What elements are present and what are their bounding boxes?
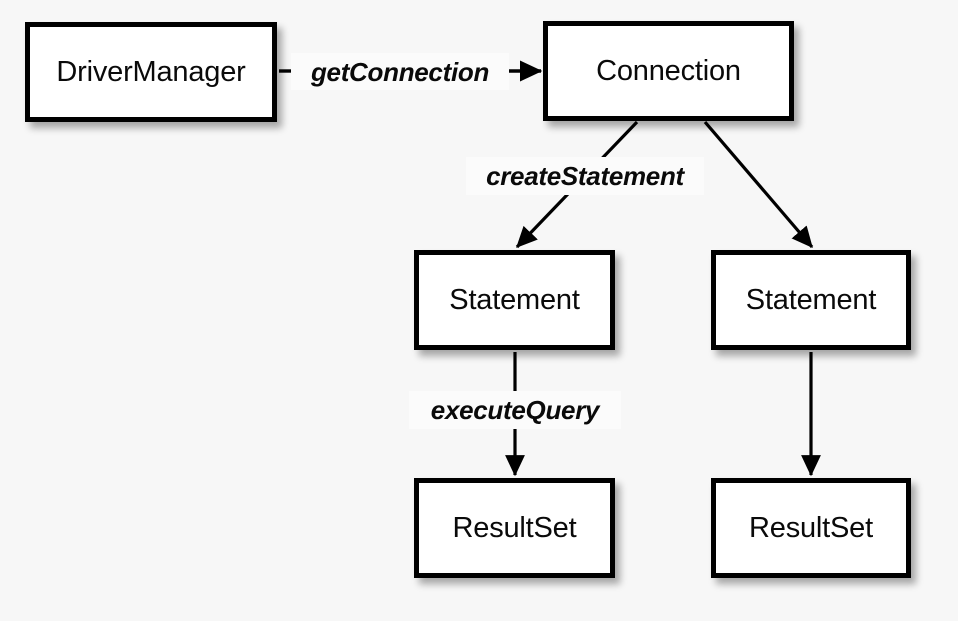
edge-label-createstatement-text: createStatement bbox=[486, 161, 684, 191]
edge-connection-to-statement-right bbox=[703, 120, 814, 249]
node-connection-label: Connection bbox=[596, 54, 741, 87]
node-resultset-right-label: ResultSet bbox=[749, 511, 873, 544]
edge-label-executequery-text: executeQuery bbox=[430, 395, 600, 425]
node-resultset-right[interactable]: ResultSet bbox=[711, 478, 911, 578]
node-statement-left-label: Statement bbox=[449, 283, 580, 316]
node-statement-left[interactable]: Statement bbox=[414, 250, 615, 350]
edge-label-getconnection-text: getConnection bbox=[310, 56, 490, 87]
edge-label-executequery: executeQuery bbox=[409, 391, 621, 429]
node-statement-right[interactable]: Statement bbox=[711, 250, 911, 350]
node-resultset-left[interactable]: ResultSet bbox=[414, 478, 615, 578]
node-drivermanager[interactable]: DriverManager bbox=[25, 22, 277, 122]
node-drivermanager-label: DriverManager bbox=[56, 55, 246, 88]
node-statement-right-label: Statement bbox=[745, 283, 877, 316]
node-connection[interactable]: Connection bbox=[543, 21, 794, 121]
edge-label-createstatement: createStatement bbox=[466, 157, 704, 195]
edge-label-getconnection: getConnection bbox=[291, 53, 509, 90]
node-resultset-left-label: ResultSet bbox=[452, 511, 577, 544]
